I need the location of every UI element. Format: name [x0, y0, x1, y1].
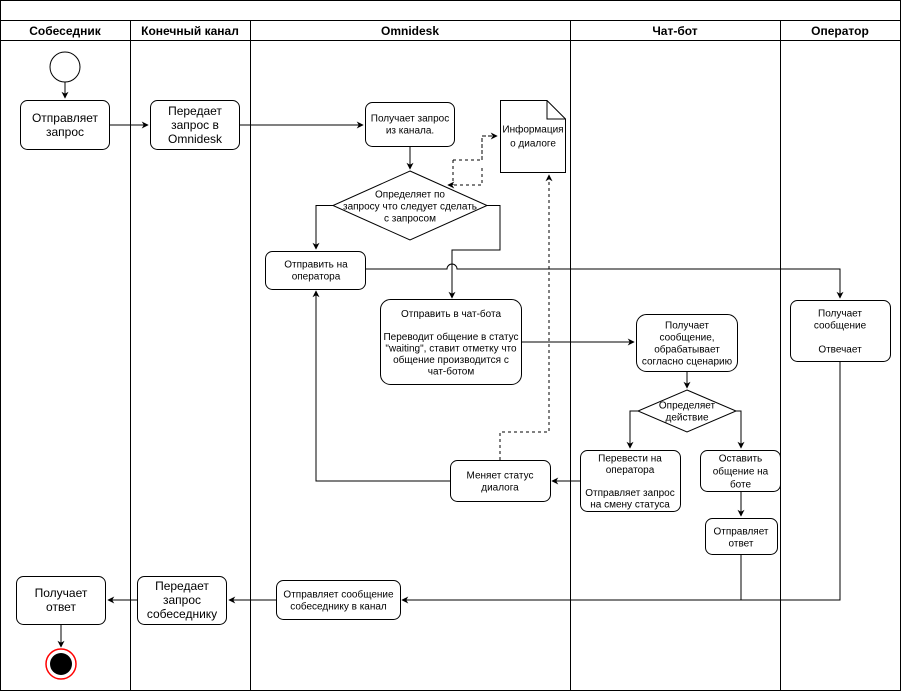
label-line: собеседнику: [147, 607, 217, 621]
flow-arrow: [401, 362, 841, 604]
lane-header-omnidesk: Omnidesk: [381, 24, 439, 38]
flow-arrow: [312, 290, 450, 482]
label-line: запрос: [46, 125, 84, 139]
label-line: запросу что следует сделать: [343, 202, 477, 213]
label-line: сообщение: [814, 320, 867, 332]
node-bot-receives[interactable]: [636, 314, 738, 372]
label-line: "waiting", ставит отметку что: [385, 343, 517, 354]
label-line: Получает: [818, 309, 862, 320]
lane-header-chatbot: Чат-бот: [652, 24, 697, 38]
document-fold: [546, 100, 566, 120]
label-line: с запросом: [384, 214, 436, 225]
label-line: Отправляет запрос: [585, 488, 675, 499]
dashed-arrow: [499, 174, 553, 460]
label-line: Отправляет сообщение: [283, 589, 394, 601]
label-line: Перевести на: [598, 454, 662, 465]
label-line: обрабатывает: [654, 344, 720, 356]
node-dialog-info-label: Информация о диалоге: [502, 124, 563, 150]
label-line: запрос: [163, 593, 201, 607]
flow-arrow: [626, 410, 638, 449]
label-line: Получает: [665, 321, 709, 332]
label-line: из канала.: [386, 126, 434, 137]
flow-arrow: [366, 263, 844, 299]
label-line: согласно сценарию: [642, 357, 733, 368]
label-line: общение производится с: [393, 354, 509, 366]
label-line: боте: [730, 479, 752, 491]
label-line: собеседнику в канал: [290, 601, 387, 613]
node-passes-to-user[interactable]: [137, 576, 227, 625]
node-send-to-operator[interactable]: [265, 251, 366, 290]
flow-arrow: [736, 410, 745, 449]
label-line: Получает запрос: [371, 114, 449, 125]
node-dialog-info-document[interactable]: [500, 100, 566, 173]
label-line: Отправить в чат-бота: [401, 308, 501, 320]
node-gets-answer[interactable]: [16, 576, 106, 625]
label-line: Отправить на: [284, 260, 348, 271]
node-change-status[interactable]: [450, 460, 551, 502]
lane-header-user: Собеседник: [29, 24, 102, 38]
label-line: Omnidesk: [168, 132, 223, 146]
label-line: общение на: [713, 466, 769, 478]
label-line: оператора: [292, 272, 341, 283]
label-line: Оставить: [719, 454, 763, 465]
node-keep-on-bot[interactable]: [700, 450, 781, 492]
lane-header-channel: Конечный канал: [141, 24, 239, 38]
label-line: Определяет по: [375, 190, 445, 201]
label-line: Получает: [35, 586, 88, 600]
node-passes-to-omnidesk[interactable]: [150, 100, 240, 150]
label-line: Переводит общение в статус: [383, 331, 518, 343]
label-line: оператора: [606, 465, 655, 476]
label-line: чат-ботом: [428, 365, 475, 377]
node-send-to-bot[interactable]: [380, 299, 522, 385]
label-line: ответ: [729, 539, 754, 550]
label-line: запрос в: [171, 118, 219, 132]
label-line: Отвечает: [818, 345, 862, 356]
flow-arrow: [312, 205, 333, 250]
node-send-to-user[interactable]: [276, 580, 401, 620]
node-sends-request[interactable]: [20, 100, 110, 150]
node-operator-receives[interactable]: [790, 300, 891, 362]
label-line: Передает: [155, 579, 209, 593]
dashed-arrow: [481, 132, 498, 160]
label-line: Отправляет: [32, 111, 99, 125]
label-line: сообщение,: [659, 332, 714, 344]
node-bot-replies[interactable]: [705, 518, 778, 555]
label-line: действие: [665, 413, 708, 424]
end-node-core: [50, 653, 72, 675]
label-line: ответ: [46, 600, 76, 614]
label-line: на смену статуса: [590, 500, 670, 511]
label-line: Меняет статус: [467, 471, 534, 482]
flow-arrow: [448, 205, 501, 299]
label-line: Определяет: [659, 401, 716, 412]
label-line: о диалоге: [510, 139, 556, 150]
decision-bot-action[interactable]: [636, 389, 738, 433]
label-line: Информация: [502, 124, 563, 136]
label-line: диалога: [481, 483, 519, 494]
decision-decide-action[interactable]: [331, 170, 489, 241]
start-node[interactable]: [49, 51, 81, 83]
node-transfer-operator[interactable]: [580, 450, 681, 512]
label-line: Отправляет: [713, 527, 768, 538]
lane-header-operator: Оператор: [811, 24, 869, 38]
label-line: Передает: [168, 104, 222, 118]
node-gets-request[interactable]: [365, 102, 455, 147]
